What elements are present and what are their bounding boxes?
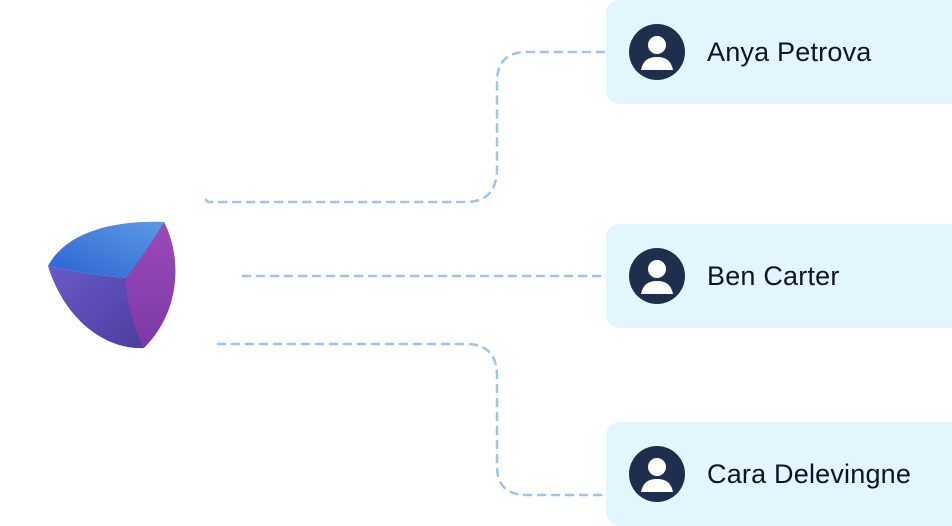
user-name: Cara Delevingne [707,458,912,489]
user-avatar-icon [629,24,685,80]
user-card[interactable]: Ben Carter [606,224,952,328]
user-card[interactable]: Cara Delevingne [606,422,952,526]
user-avatar-icon [629,248,685,304]
connector-to-user-1 [204,50,608,204]
user-name: Ben Carter [707,260,840,291]
user-avatar-icon [629,446,685,502]
tri-petal-logo-icon [44,218,182,352]
user-name: Anya Petrova [707,36,872,67]
connector-to-user-3 [216,342,608,497]
user-card[interactable]: Anya Petrova [606,0,952,104]
